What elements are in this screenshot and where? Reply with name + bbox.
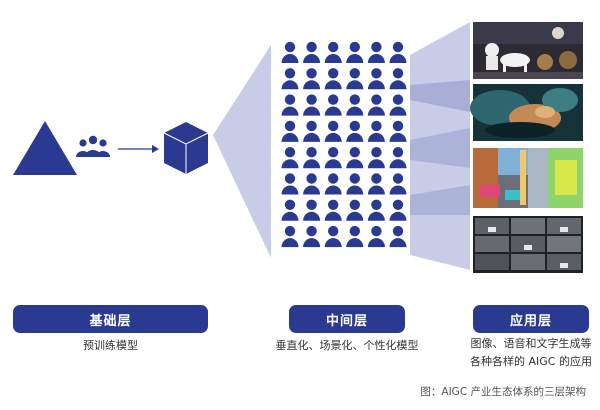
person-icon xyxy=(346,41,364,63)
triangle-shape xyxy=(13,121,77,175)
person-icon xyxy=(367,120,385,142)
person-icon xyxy=(324,94,342,116)
app-image-driving-grid xyxy=(473,216,583,273)
arrow-right-icon xyxy=(118,145,159,153)
funnel-base-to-middle xyxy=(213,45,271,258)
app-image-segmentation xyxy=(473,148,583,208)
people-group-icon xyxy=(76,135,110,157)
people-grid xyxy=(281,41,407,248)
person-icon xyxy=(389,94,407,116)
fan-ray-1 xyxy=(410,80,470,112)
person-icon xyxy=(389,173,407,195)
person-icon xyxy=(346,68,364,90)
person-icon xyxy=(281,225,299,248)
application-layer-caption-2: 各种各样的 AIGC 的应用 xyxy=(470,355,592,368)
person-icon xyxy=(303,225,321,248)
cube-icon xyxy=(163,122,209,174)
person-icon xyxy=(346,120,364,142)
person-icon xyxy=(367,147,385,169)
person-icon xyxy=(324,173,342,195)
person-icon xyxy=(389,120,407,142)
application-layer-label: 应用层 xyxy=(473,305,589,333)
person-icon xyxy=(346,94,364,116)
person-icon xyxy=(281,94,299,116)
person-icon xyxy=(346,173,364,195)
person-icon xyxy=(281,199,299,221)
person-icon xyxy=(346,147,364,169)
person-icon xyxy=(367,94,385,116)
person-icon xyxy=(303,94,321,116)
person-icon xyxy=(324,41,342,63)
middle-layer-caption: 垂直化、场景化、个性化模型 xyxy=(275,339,419,352)
application-layer-caption-1: 图像、语音和文字生成等 xyxy=(470,337,592,350)
person-icon xyxy=(389,147,407,169)
person-icon xyxy=(324,147,342,169)
person-icon xyxy=(346,199,364,221)
person-icon xyxy=(367,68,385,90)
person-icon xyxy=(389,225,407,248)
app-image-astronaut xyxy=(473,22,583,79)
base-layer-label: 基础层 xyxy=(13,305,208,333)
fan-ray-2 xyxy=(410,128,470,168)
person-icon xyxy=(281,173,299,195)
person-icon xyxy=(367,173,385,195)
middle-layer-label: 中间层 xyxy=(289,305,405,333)
person-icon xyxy=(324,120,342,142)
fan-ray-3 xyxy=(410,185,470,215)
person-icon xyxy=(324,225,342,248)
person-icon xyxy=(367,225,385,248)
person-icon xyxy=(281,147,299,169)
person-icon xyxy=(324,199,342,221)
person-icon xyxy=(303,147,321,169)
person-icon xyxy=(367,199,385,221)
person-icon xyxy=(346,225,364,248)
person-icon xyxy=(303,199,321,221)
person-icon xyxy=(281,120,299,142)
person-icon xyxy=(324,68,342,90)
person-icon xyxy=(303,173,321,195)
person-icon xyxy=(389,199,407,221)
person-icon xyxy=(281,41,299,63)
person-icon xyxy=(303,41,321,63)
person-icon xyxy=(281,68,299,90)
person-icon xyxy=(389,41,407,63)
app-image-painting xyxy=(470,84,583,141)
person-icon xyxy=(389,68,407,90)
person-icon xyxy=(303,120,321,142)
person-icon xyxy=(303,68,321,90)
base-layer-caption: 预训练模型 xyxy=(83,339,138,352)
figure-caption: 图：AIGC 产业生态体系的三层架构 xyxy=(420,386,586,398)
person-icon xyxy=(367,41,385,63)
